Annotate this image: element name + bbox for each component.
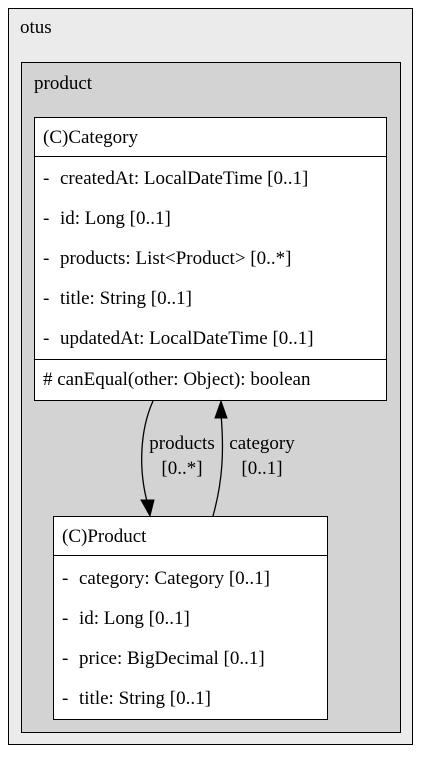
visibility-marker: - <box>43 168 50 189</box>
class-category-methods: # canEqual(other: Object): boolean <box>35 359 386 400</box>
attribute-text: category: Category [0..1] <box>79 568 270 589</box>
class-product-attributes: -category: Category [0..1] -id: Long [0.… <box>54 556 327 719</box>
attribute-row: -id: Long [0..1] <box>35 199 386 239</box>
attribute-text: price: BigDecimal [0..1] <box>79 648 265 669</box>
attribute-row: -updatedAt: LocalDateTime [0..1] <box>35 319 386 359</box>
package-product-label: product <box>34 73 93 94</box>
attribute-row: -title: String [0..1] <box>35 279 386 319</box>
visibility-marker: - <box>43 288 50 309</box>
attribute-text: id: Long [0..1] <box>60 208 171 229</box>
attribute-row: -id: Long [0..1] <box>54 599 327 639</box>
attribute-text: products: List<Product> [0..*] <box>60 248 292 269</box>
attribute-text: updatedAt: LocalDateTime [0..1] <box>60 328 314 349</box>
attribute-text: createdAt: LocalDateTime [0..1] <box>60 168 309 189</box>
attribute-row: -title: String [0..1] <box>54 679 327 719</box>
attribute-text: title: String [0..1] <box>79 688 211 709</box>
attribute-row: -category: Category [0..1] <box>54 559 327 599</box>
attribute-row: -price: BigDecimal [0..1] <box>54 639 327 679</box>
visibility-marker: - <box>43 208 50 229</box>
attribute-row: -createdAt: LocalDateTime [0..1] <box>35 159 386 199</box>
edge-label-products: products [0..*] <box>132 431 232 481</box>
visibility-marker: - <box>62 688 69 709</box>
package-otus-label: otus <box>20 17 52 38</box>
class-category[interactable]: (C)Category -createdAt: LocalDateTime [0… <box>34 117 387 401</box>
class-category-title: (C)Category <box>35 118 386 157</box>
visibility-marker: - <box>43 248 50 269</box>
edge-category-role: category <box>229 433 295 454</box>
attribute-text: title: String [0..1] <box>60 288 192 309</box>
visibility-marker: - <box>62 568 69 589</box>
class-product[interactable]: (C)Product -category: Category [0..1] -i… <box>53 516 328 720</box>
attribute-row: -products: List<Product> [0..*] <box>35 239 386 279</box>
visibility-marker: - <box>62 608 69 629</box>
method-row: # canEqual(other: Object): boolean <box>43 369 311 390</box>
visibility-marker: - <box>43 328 50 349</box>
class-category-attributes: -createdAt: LocalDateTime [0..1] -id: Lo… <box>35 157 386 359</box>
class-product-title: (C)Product <box>54 517 327 556</box>
attribute-text: id: Long [0..1] <box>79 608 190 629</box>
edge-category-multiplicity: [0..1] <box>241 458 283 479</box>
edge-label-category: category [0..1] <box>212 431 312 481</box>
edge-products-role: products <box>149 433 215 454</box>
visibility-marker: - <box>62 648 69 669</box>
edge-products-multiplicity: [0..*] <box>161 458 203 479</box>
